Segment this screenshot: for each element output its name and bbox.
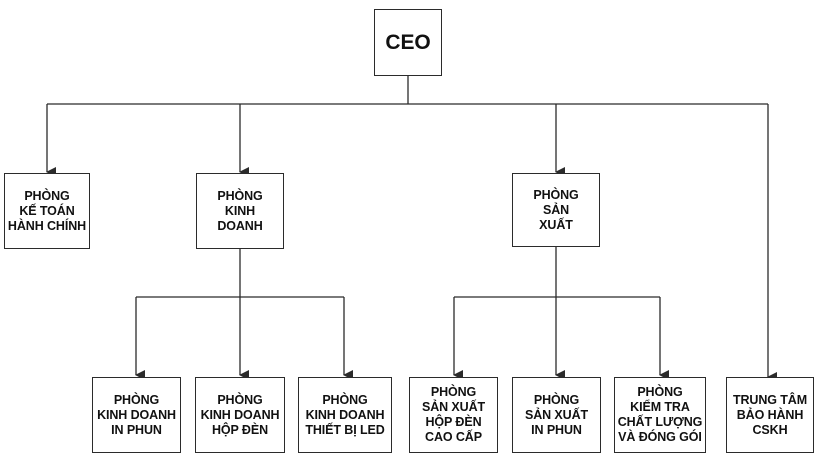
production-inkjet-label: PHÒNG SẢN XUẤT IN PHUN [524,392,589,437]
sales-inkjet-label: PHÒNG KINH DOANH IN PHUN [97,392,176,437]
sales-inkjet-box: PHÒNG KINH DOANH IN PHUN [92,377,181,453]
production-qc-label: PHÒNG KIỂM TRA CHẤT LƯỢNG VÀ ĐÓNG GÓI [617,385,703,444]
production-premium-lightbox-box: PHÒNG SẢN XUẤT HỘP ĐÈN CAO CẤP [409,377,498,453]
production-dept-box: PHÒNG SẢN XUẤT [512,173,600,247]
accounting-dept-label: PHÒNG KẾ TOÁN HÀNH CHÍNH [7,188,87,233]
warranty-center-label: TRUNG TÂM BẢO HÀNH CSKH [732,392,808,437]
production-qc-box: PHÒNG KIỂM TRA CHẤT LƯỢNG VÀ ĐÓNG GÓI [614,377,706,453]
sales-dept-box: PHÒNG KINH DOANH [196,173,284,249]
ceo-label: CEO [385,30,431,54]
production-dept-label: PHÒNG SẢN XUẤT [533,187,579,232]
sales-led-label: PHÒNG KINH DOANH THIẾT BỊ LED [305,392,385,437]
production-inkjet-box: PHÒNG SẢN XUẤT IN PHUN [512,377,601,453]
sales-led-box: PHÒNG KINH DOANH THIẾT BỊ LED [298,377,392,453]
ceo-box: CEO [374,9,442,76]
sales-lightbox-box: PHÒNG KINH DOANH HỘP ĐÈN [195,377,285,453]
sales-lightbox-label: PHÒNG KINH DOANH HỘP ĐÈN [200,392,280,437]
sales-dept-label: PHÒNG KINH DOANH [217,188,263,233]
warranty-center-box: TRUNG TÂM BẢO HÀNH CSKH [726,377,814,453]
production-premium-lightbox-label: PHÒNG SẢN XUẤT HỘP ĐÈN CAO CẤP [421,385,486,444]
accounting-dept-box: PHÒNG KẾ TOÁN HÀNH CHÍNH [4,173,90,249]
